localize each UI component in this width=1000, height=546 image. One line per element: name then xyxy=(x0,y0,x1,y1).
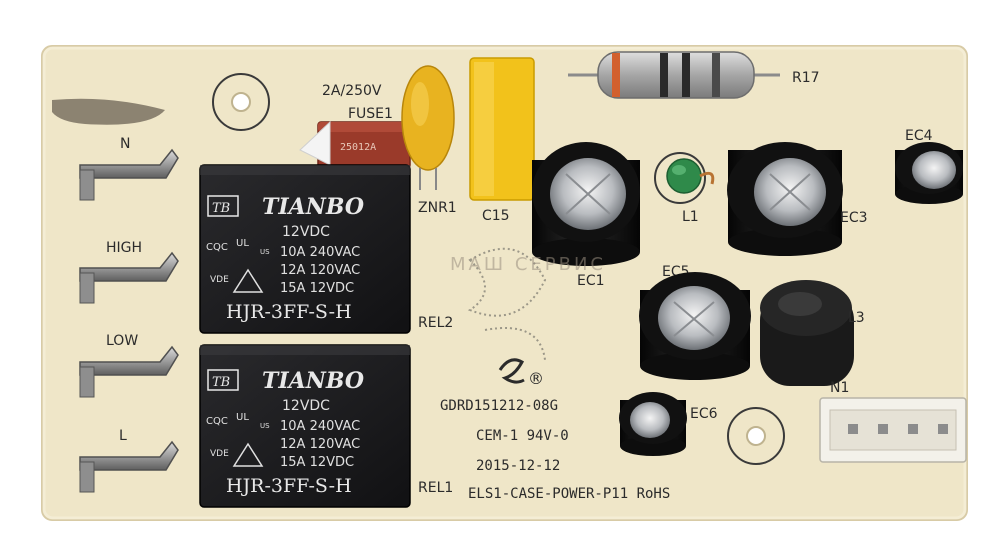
relay-rating-2: 12A 120VAC xyxy=(280,263,360,278)
electrolytic-capacitor-ec4 xyxy=(895,142,963,204)
electrolytic-capacitor-ec5 xyxy=(639,272,751,380)
r17-label: R17 xyxy=(792,70,820,86)
relay-model: HJR-3FF-S-H xyxy=(226,475,352,497)
relay-model: HJR-3FF-S-H xyxy=(226,301,352,323)
rel1-label: REL1 xyxy=(418,480,453,496)
mounting-hole-bottom xyxy=(727,407,785,465)
ec4-label: EC4 xyxy=(905,128,933,144)
relay-brand: TIANBO xyxy=(262,194,364,220)
connector-ref-label: N1 xyxy=(830,380,849,396)
wire-connector xyxy=(819,397,967,463)
ec3-label: EC3 xyxy=(840,210,868,226)
board-material: CEM-1 94V-0 xyxy=(476,428,569,444)
relay-rating-3: 15A 12VDC xyxy=(280,281,354,296)
terminal-label-l: L xyxy=(119,428,127,444)
manufacturer-logo: ® xyxy=(498,358,544,388)
ec1-label: EC1 xyxy=(577,273,605,289)
inductor-l3 xyxy=(760,280,854,386)
l3-label: L3 xyxy=(848,310,865,326)
fuse-ref-label: FUSE1 xyxy=(348,106,393,122)
spade-terminal-high xyxy=(79,251,179,304)
relay-rating-2: 12A 120VAC xyxy=(280,437,360,452)
relay-cert-ul: UL xyxy=(236,238,249,249)
mounting-hole-top xyxy=(212,73,270,131)
relay-cert-ul: UL xyxy=(236,412,249,423)
relay-cert-us: US xyxy=(260,248,270,256)
relay-cert-cqc: CQC xyxy=(206,242,228,253)
board-date: 2015-12-12 xyxy=(476,458,560,474)
resistor-r17 xyxy=(568,51,780,99)
terminal-label-low: LOW xyxy=(106,333,138,349)
logo-registered-mark: ® xyxy=(528,369,544,388)
relay-cert-cqc: CQC xyxy=(206,416,228,427)
relay-cert-vde: VDE xyxy=(210,449,229,459)
l1-label: L1 xyxy=(682,209,699,225)
electrolytic-capacitor-ec1 xyxy=(532,142,640,266)
terminal-label-n: N xyxy=(120,136,130,152)
electrolytic-capacitor-ec6 xyxy=(619,392,687,456)
relay-coil-rating: 12VDC xyxy=(282,398,330,414)
relay-cert-us: US xyxy=(260,422,270,430)
spade-terminal-l xyxy=(79,440,179,493)
inductor-l1 xyxy=(654,152,715,204)
fuse-marking: 25012A xyxy=(340,142,376,153)
silkscreen-dot-pattern xyxy=(467,247,547,361)
watermark-text: МАШ СЕРВИС xyxy=(450,254,606,275)
spade-terminal-n xyxy=(79,148,179,201)
board-model: ELS1-CASE-POWER-P11 RoHS xyxy=(468,486,670,502)
varistor-znr1 xyxy=(401,65,455,190)
svg-text:TB: TB xyxy=(212,201,230,216)
relay-coil-rating: 12VDC xyxy=(282,224,330,240)
relay-rel2: TB TIANBO 12VDC CQC UL US VDE 10A 240VAC… xyxy=(199,164,411,334)
c15-label: C15 xyxy=(482,208,510,224)
relay-rating-1: 10A 240VAC xyxy=(280,419,360,434)
board-part-number: GDRD151212-08G xyxy=(440,398,558,414)
spade-terminal-low xyxy=(79,345,179,398)
relay-rel1: TB TIANBO 12VDC CQC UL US VDE 10A 240VAC… xyxy=(199,344,411,508)
fuse: 25012A xyxy=(317,121,411,169)
svg-text:TB: TB xyxy=(212,375,230,390)
znr1-label: ZNR1 xyxy=(418,200,457,216)
electrolytic-capacitor-ec3 xyxy=(727,142,843,256)
relay-rating-1: 10A 240VAC xyxy=(280,245,360,260)
rel2-label: REL2 xyxy=(418,315,453,331)
ec6-label: EC6 xyxy=(690,406,718,422)
terminal-label-high: HIGH xyxy=(106,240,142,256)
relay-cert-vde: VDE xyxy=(210,275,229,285)
fuse-rating-label: 2A/250V xyxy=(322,83,382,99)
x2-capacitor-c15 xyxy=(469,57,535,201)
relay-brand: TIANBO xyxy=(262,368,364,394)
relay-rating-3: 15A 12VDC xyxy=(280,455,354,470)
